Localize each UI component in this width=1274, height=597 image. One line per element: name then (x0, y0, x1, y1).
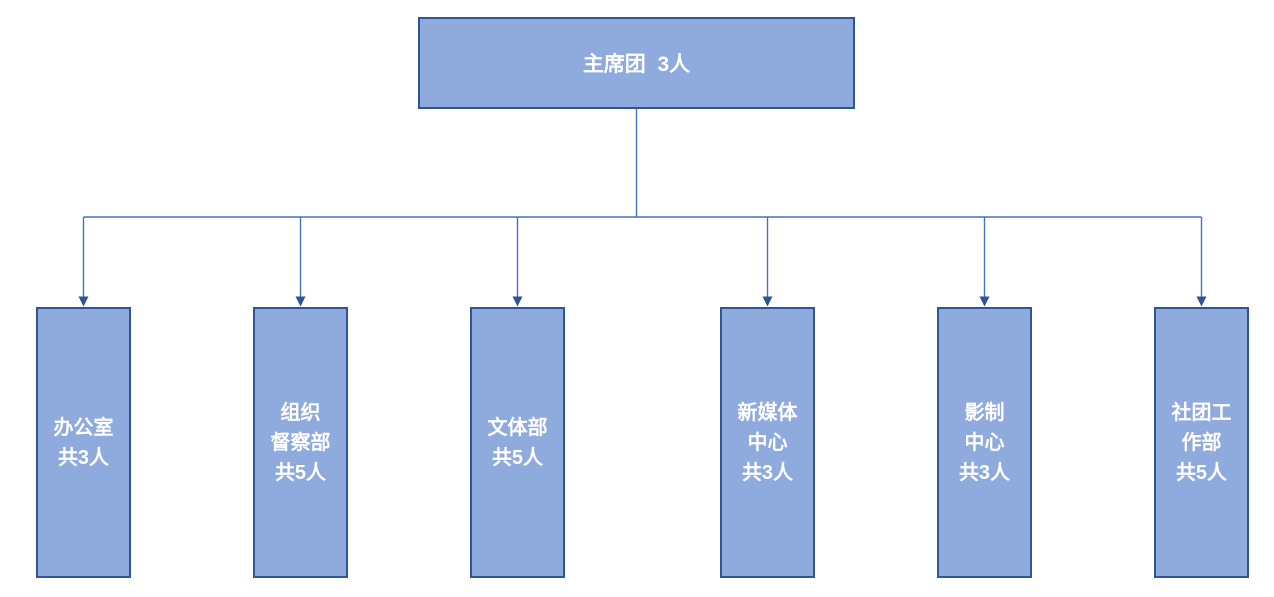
arrow-down-icon (979, 296, 990, 307)
org-node-office[interactable]: 办公室 共3人 (36, 307, 131, 578)
org-node-new-media-center-label: 新媒体 中心 共3人 (737, 401, 798, 484)
org-node-root-label: 主席团 3人 (582, 53, 691, 76)
org-node-club-work[interactable]: 社团工 作部 共5人 (1154, 307, 1249, 578)
org-node-organization-supervision[interactable]: 组织 督察部 共5人 (253, 307, 348, 578)
org-node-root[interactable]: 主席团 3人 (418, 17, 855, 109)
org-node-film-center-label: 影制 中心 共3人 (958, 401, 1011, 484)
arrow-down-icon (512, 296, 523, 307)
org-node-organization-supervision-label: 组织 督察部 共5人 (270, 401, 331, 484)
arrow-down-icon (78, 296, 89, 307)
arrow-down-icon (762, 296, 773, 307)
org-node-club-work-label: 社团工 作部 共5人 (1171, 401, 1232, 484)
org-node-culture-sports[interactable]: 文体部 共5人 (470, 307, 565, 578)
org-node-new-media-center[interactable]: 新媒体 中心 共3人 (720, 307, 815, 578)
arrow-down-icon (295, 296, 306, 307)
org-node-office-label: 办公室 共3人 (53, 416, 114, 469)
arrow-down-icon (1196, 296, 1207, 307)
org-node-film-center[interactable]: 影制 中心 共3人 (937, 307, 1032, 578)
org-node-culture-sports-label: 文体部 共5人 (487, 416, 548, 469)
